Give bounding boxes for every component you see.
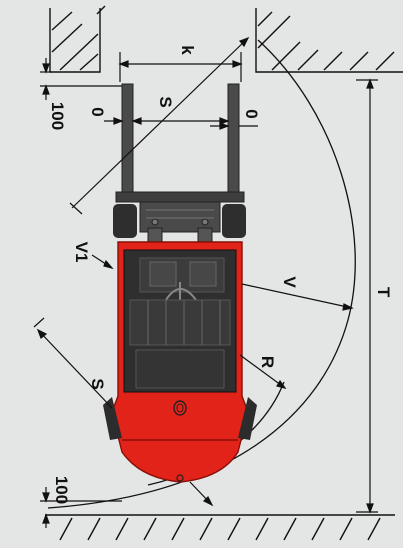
label-t: T bbox=[374, 287, 393, 298]
top-right-wall bbox=[255, 8, 403, 73]
forks bbox=[121, 83, 240, 197]
left-fork bbox=[121, 83, 134, 197]
label-k: k bbox=[178, 45, 197, 55]
label-v: V bbox=[280, 276, 299, 288]
label-s-lower: S bbox=[88, 378, 107, 389]
label-r: R bbox=[258, 356, 277, 368]
label-zero-right: 0 bbox=[242, 109, 261, 118]
label-zero-left: 0 bbox=[88, 107, 107, 116]
front-left-wheel bbox=[113, 204, 137, 238]
dimension-lines bbox=[33, 36, 378, 528]
label-v1: V1 bbox=[72, 242, 91, 263]
rear-tow-pin bbox=[173, 400, 187, 416]
label-hundred-top: 100 bbox=[48, 102, 67, 130]
right-fork bbox=[227, 83, 240, 197]
cabin bbox=[123, 249, 237, 393]
top-left-wall bbox=[49, 5, 106, 73]
front-right-wheel bbox=[222, 204, 246, 238]
bottom-wall bbox=[45, 514, 395, 541]
label-s-fork: S bbox=[156, 96, 175, 107]
label-hundred-bottom: 100 bbox=[52, 476, 71, 504]
